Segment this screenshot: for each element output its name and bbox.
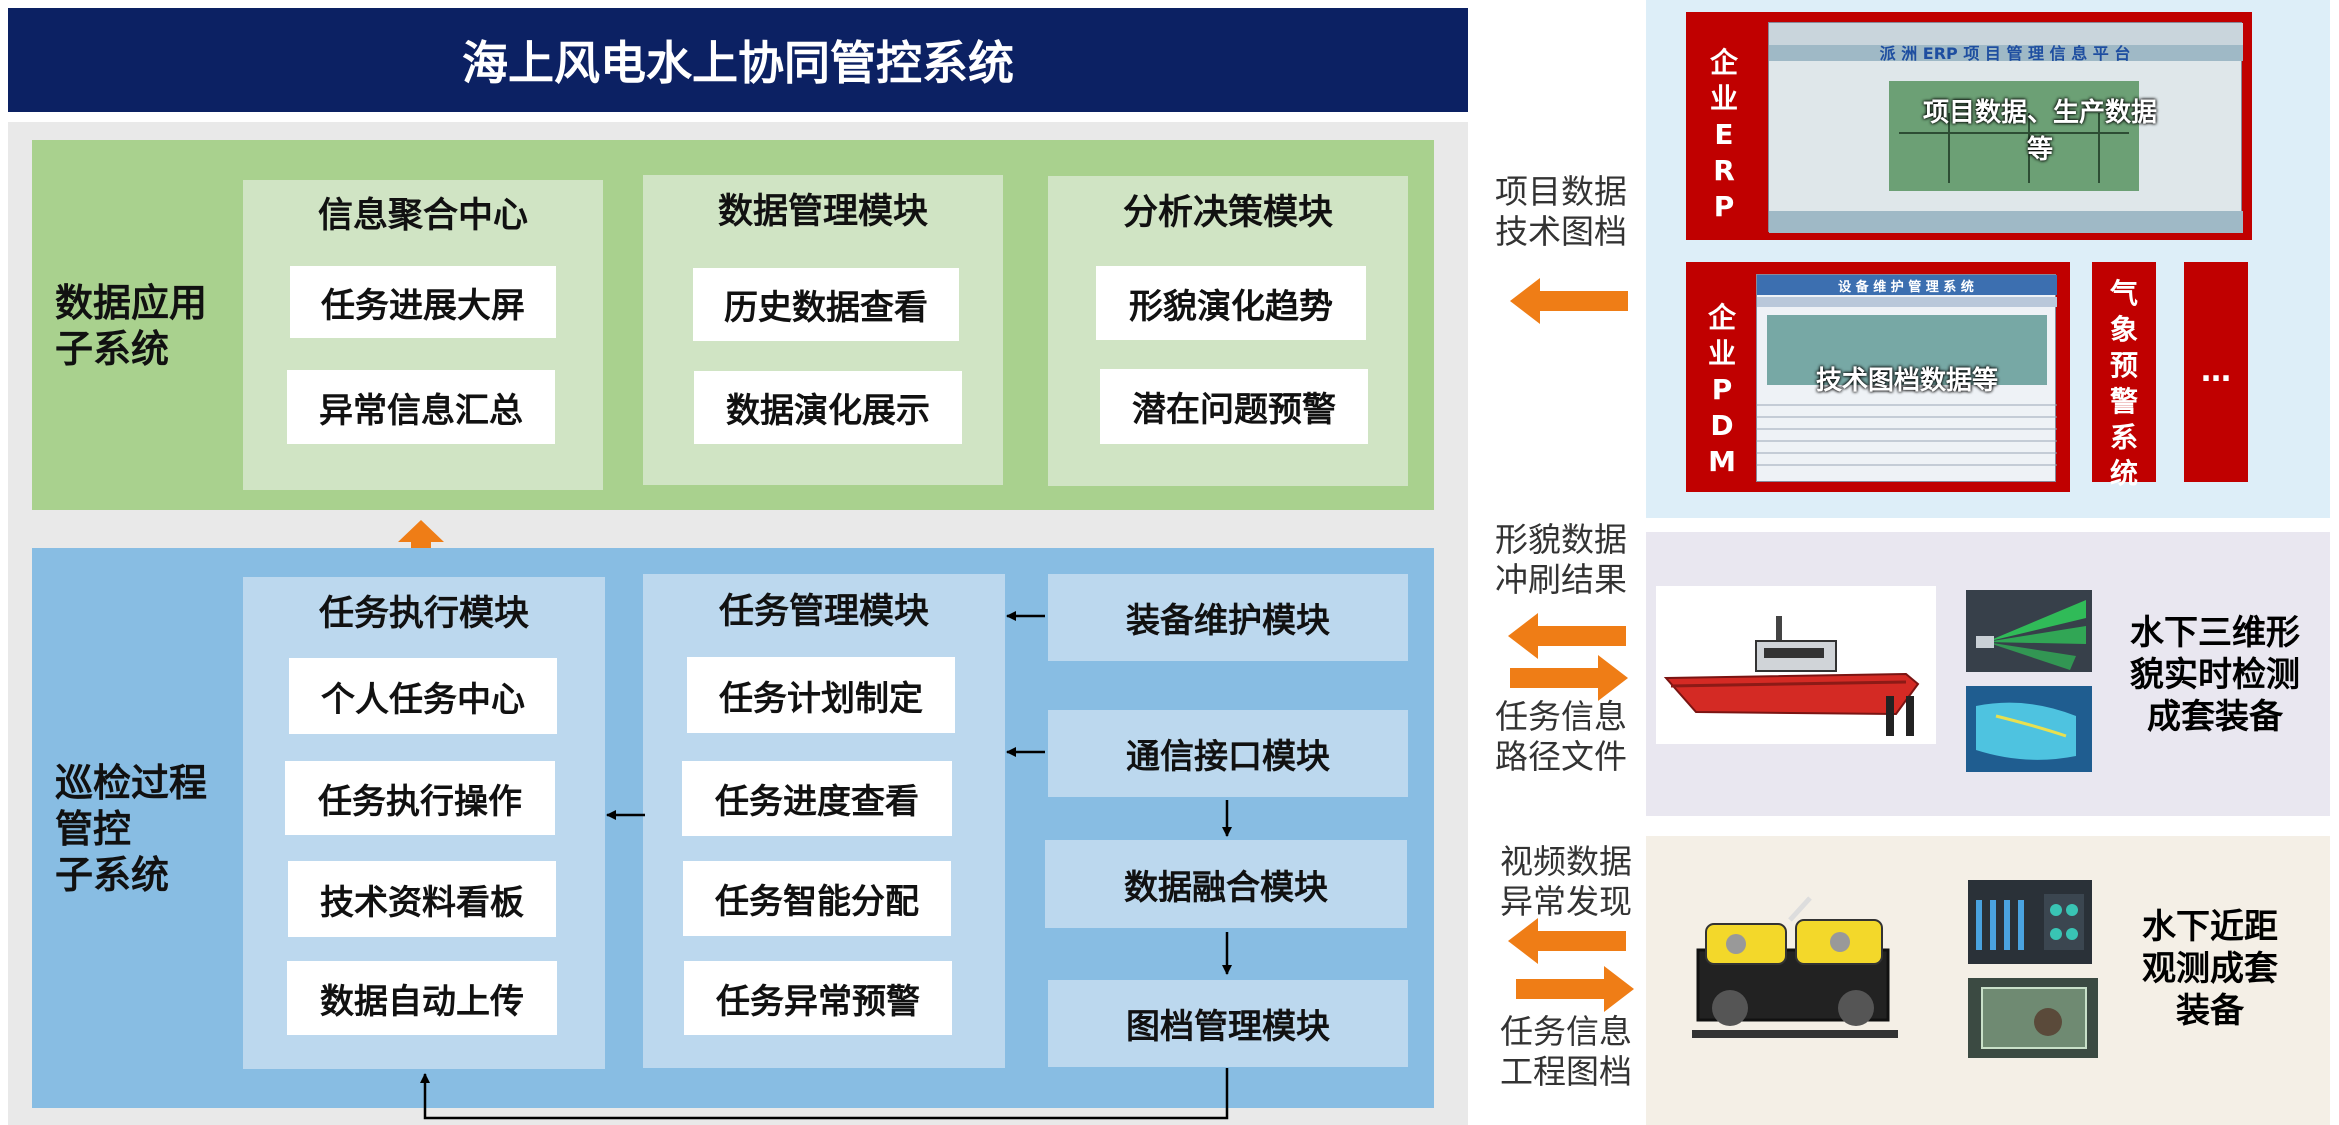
task-plan-making[interactable]: 任务计划制定 bbox=[687, 657, 955, 733]
task-progress-view[interactable]: 任务进度查看 bbox=[682, 761, 952, 836]
task-abnormal-warning[interactable]: 任务异常预警 bbox=[684, 961, 952, 1035]
pdm-screen-title: 设 备 维 护 管 理 系 统 bbox=[1838, 280, 1974, 295]
left-arrow-icon bbox=[1508, 918, 1626, 964]
video-monitor-image bbox=[1968, 880, 2092, 964]
video-monitor-icon bbox=[1976, 894, 2084, 950]
sonar-scan-image bbox=[1966, 590, 2092, 672]
task-execution-operation[interactable]: 任务执行操作 bbox=[285, 761, 555, 835]
arrow-docs-to-execution bbox=[420, 1068, 1229, 1120]
task-progress-screen[interactable]: 任务进展大屏 bbox=[290, 266, 556, 338]
enterprise-pdm-label: 企 业 P D M bbox=[1707, 301, 1736, 478]
system-title: 海上风电水上协同管控系统 bbox=[8, 8, 1468, 112]
rov-icon bbox=[1692, 896, 1898, 1038]
analysis-decision-title: 分析决策模块 bbox=[1122, 192, 1333, 233]
potential-problem-warning[interactable]: 潜在问题预警 bbox=[1100, 369, 1368, 444]
erp-screenshot-graphic bbox=[1769, 23, 2243, 233]
data-auto-upload[interactable]: 数据自动上传 bbox=[287, 961, 557, 1035]
erp-flow-label: 项目数据 技术图档 bbox=[1495, 172, 1627, 251]
info-aggregation-title: 信息聚合中心 bbox=[317, 195, 528, 236]
personal-task-center[interactable]: 个人任务中心 bbox=[289, 658, 557, 734]
erp-screenshot[interactable] bbox=[1768, 22, 2243, 233]
3d-terrain-image bbox=[1966, 686, 2092, 772]
task-smart-assign[interactable]: 任务智能分配 bbox=[683, 861, 951, 936]
data-application-label: 数据应用 子系统 bbox=[55, 281, 208, 371]
data-management-title: 数据管理模块 bbox=[717, 191, 928, 232]
topography-flow-out-label: 任务信息 路径文件 bbox=[1495, 697, 1627, 776]
underwater-3d-topography-equipment: 水下三维形 貌实时检测 成套装备 bbox=[2130, 613, 2300, 737]
rov-image bbox=[1680, 890, 1910, 1060]
underwater-close-observation-equipment: 水下近距 观测成套 装备 bbox=[2142, 907, 2278, 1031]
data-fusion-module[interactable]: 数据融合模块 bbox=[1045, 840, 1407, 928]
pdm-data-overlay: 技术图档数据等 bbox=[1815, 366, 1998, 396]
video-flow-out-label: 任务信息 工程图档 bbox=[1500, 1012, 1632, 1091]
right-arrow-icon bbox=[1516, 966, 1634, 1012]
3d-terrain-icon bbox=[1976, 702, 2076, 760]
task-management-title: 任务管理模块 bbox=[718, 591, 929, 632]
equipment-maintenance-module[interactable]: 装备维护模块 bbox=[1048, 574, 1408, 661]
data-evolution-display[interactable]: 数据演化展示 bbox=[694, 371, 962, 444]
topography-evolution-trend[interactable]: 形貌演化趋势 bbox=[1096, 266, 1366, 340]
flow-arrows bbox=[420, 611, 1232, 1120]
enterprise-erp-label: 企 业 E R P bbox=[1709, 46, 1738, 223]
technical-docs-board[interactable]: 技术资料看板 bbox=[288, 861, 556, 937]
topography-flow-in-label: 形貌数据 冲刷结果 bbox=[1495, 520, 1627, 599]
abnormal-info-summary[interactable]: 异常信息汇总 bbox=[287, 370, 555, 444]
history-data-view[interactable]: 历史数据查看 bbox=[693, 268, 959, 341]
underwater-video-image bbox=[1968, 978, 2098, 1058]
inspection-process-label: 巡检过程 管控 子系统 bbox=[55, 761, 208, 897]
up-arrow-icon bbox=[398, 520, 444, 566]
more-systems[interactable]: … bbox=[2184, 262, 2248, 482]
sonar-scan-icon bbox=[1976, 600, 2086, 670]
weather-warning-system[interactable]: 气 象 预 警 系 统 bbox=[2092, 262, 2156, 490]
task-execution-title: 任务执行模块 bbox=[318, 593, 529, 634]
erp-screen-title: 派 洲 ERP 项 目 管 理 信 息 平 台 bbox=[1879, 44, 2131, 63]
left-arrow-icon bbox=[1508, 613, 1626, 659]
erp-data-overlay: 项目数据、生产数据 等 bbox=[1922, 98, 2157, 165]
communication-interface-module[interactable]: 通信接口模块 bbox=[1048, 710, 1408, 797]
pdm-screenshot-graphic bbox=[1757, 275, 2057, 466]
left-arrow-icon bbox=[1510, 278, 1628, 324]
survey-boat-icon bbox=[1663, 616, 1920, 736]
pdm-screenshot[interactable] bbox=[1756, 274, 2057, 482]
underwater-video-icon bbox=[1981, 987, 2087, 1049]
survey-boat-image bbox=[1656, 586, 1936, 744]
document-management-module[interactable]: 图档管理模块 bbox=[1048, 980, 1408, 1067]
right-arrow-icon bbox=[1510, 655, 1628, 701]
video-flow-in-label: 视频数据 异常发现 bbox=[1500, 842, 1632, 921]
